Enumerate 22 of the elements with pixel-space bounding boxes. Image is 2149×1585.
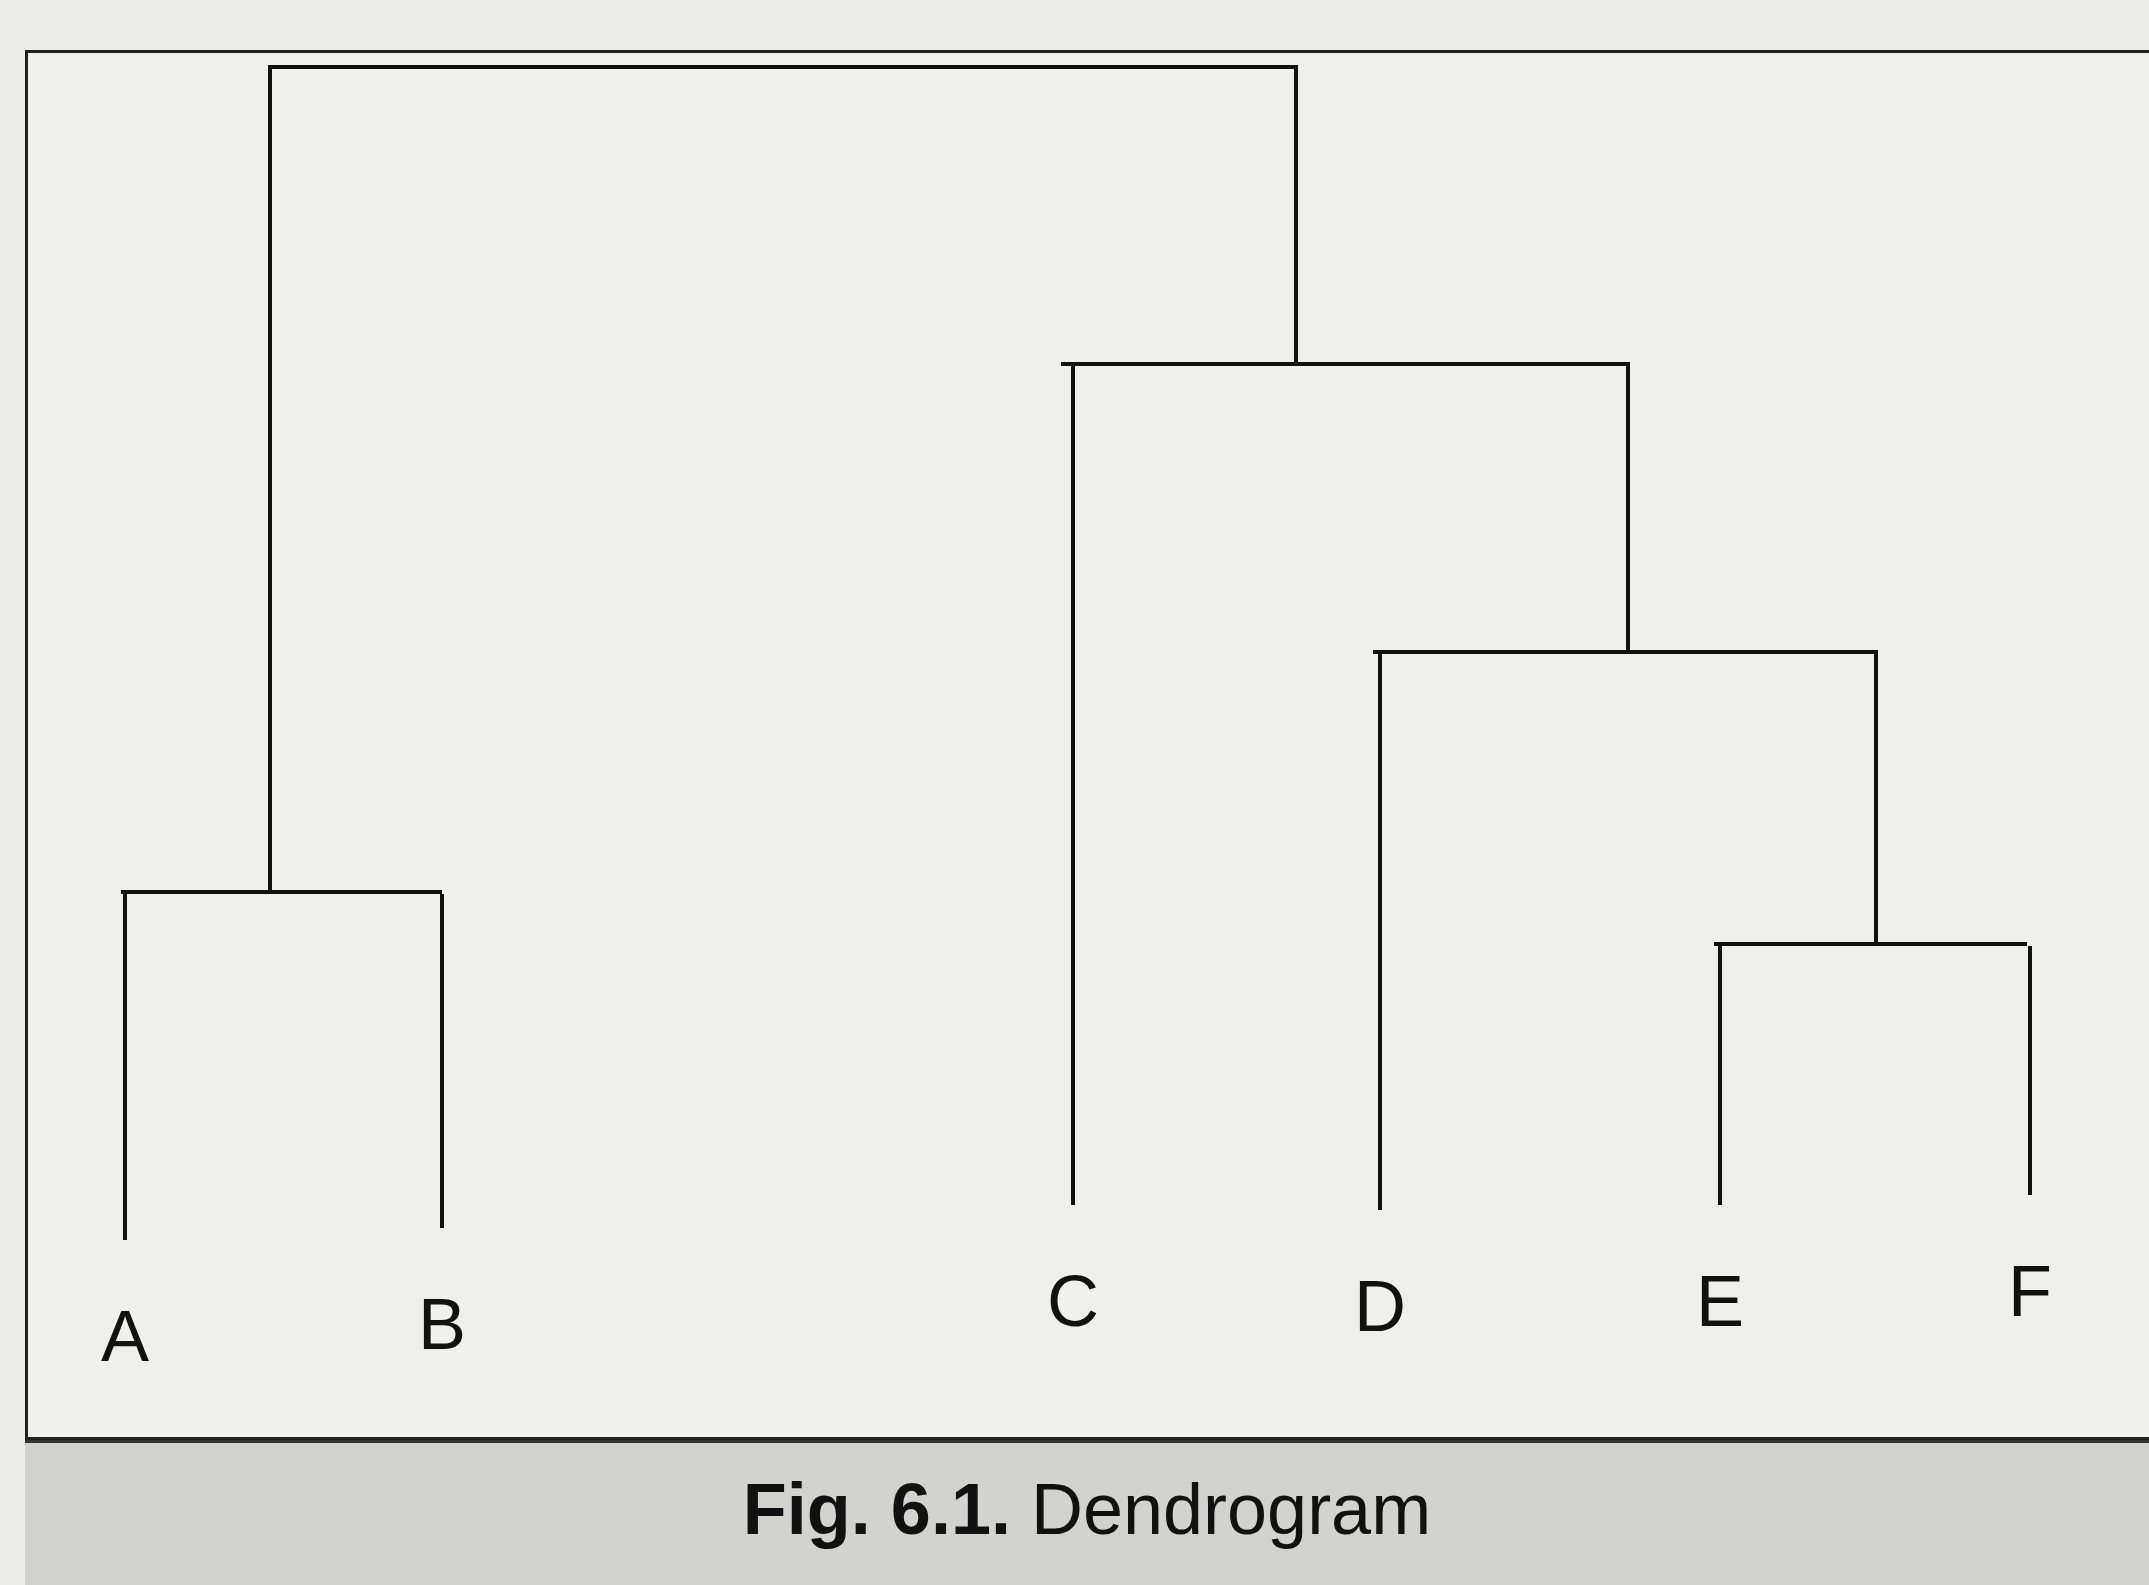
dendrogram-branch bbox=[268, 69, 272, 890]
cluster-bar bbox=[1373, 650, 1878, 654]
leaf-label: E bbox=[1696, 1265, 1744, 1337]
dendrogram-branch bbox=[440, 894, 444, 1228]
dendrogram-branch bbox=[1294, 69, 1298, 362]
dendrogram-branch bbox=[123, 894, 127, 1240]
cluster-bar bbox=[268, 65, 1298, 69]
dendrogram-branch bbox=[2028, 946, 2032, 1195]
dendrogram-branch bbox=[1718, 946, 1722, 1205]
dendrogram-branch bbox=[1626, 366, 1630, 650]
cluster-bar bbox=[121, 890, 442, 894]
dendrogram-branch bbox=[1874, 654, 1878, 942]
cluster-bar bbox=[1714, 942, 2027, 946]
leaf-label: B bbox=[418, 1288, 466, 1360]
dendrogram-branch bbox=[1071, 366, 1075, 1205]
figure-caption: Fig. 6.1. Dendrogram bbox=[742, 1473, 1432, 1551]
leaf-label: C bbox=[1047, 1265, 1099, 1337]
cluster-bar bbox=[1061, 362, 1630, 366]
leaf-label: D bbox=[1354, 1270, 1406, 1342]
dendrogram-branch bbox=[1378, 654, 1382, 1210]
leaf-label: A bbox=[101, 1300, 149, 1372]
leaf-label: F bbox=[2008, 1255, 2052, 1327]
